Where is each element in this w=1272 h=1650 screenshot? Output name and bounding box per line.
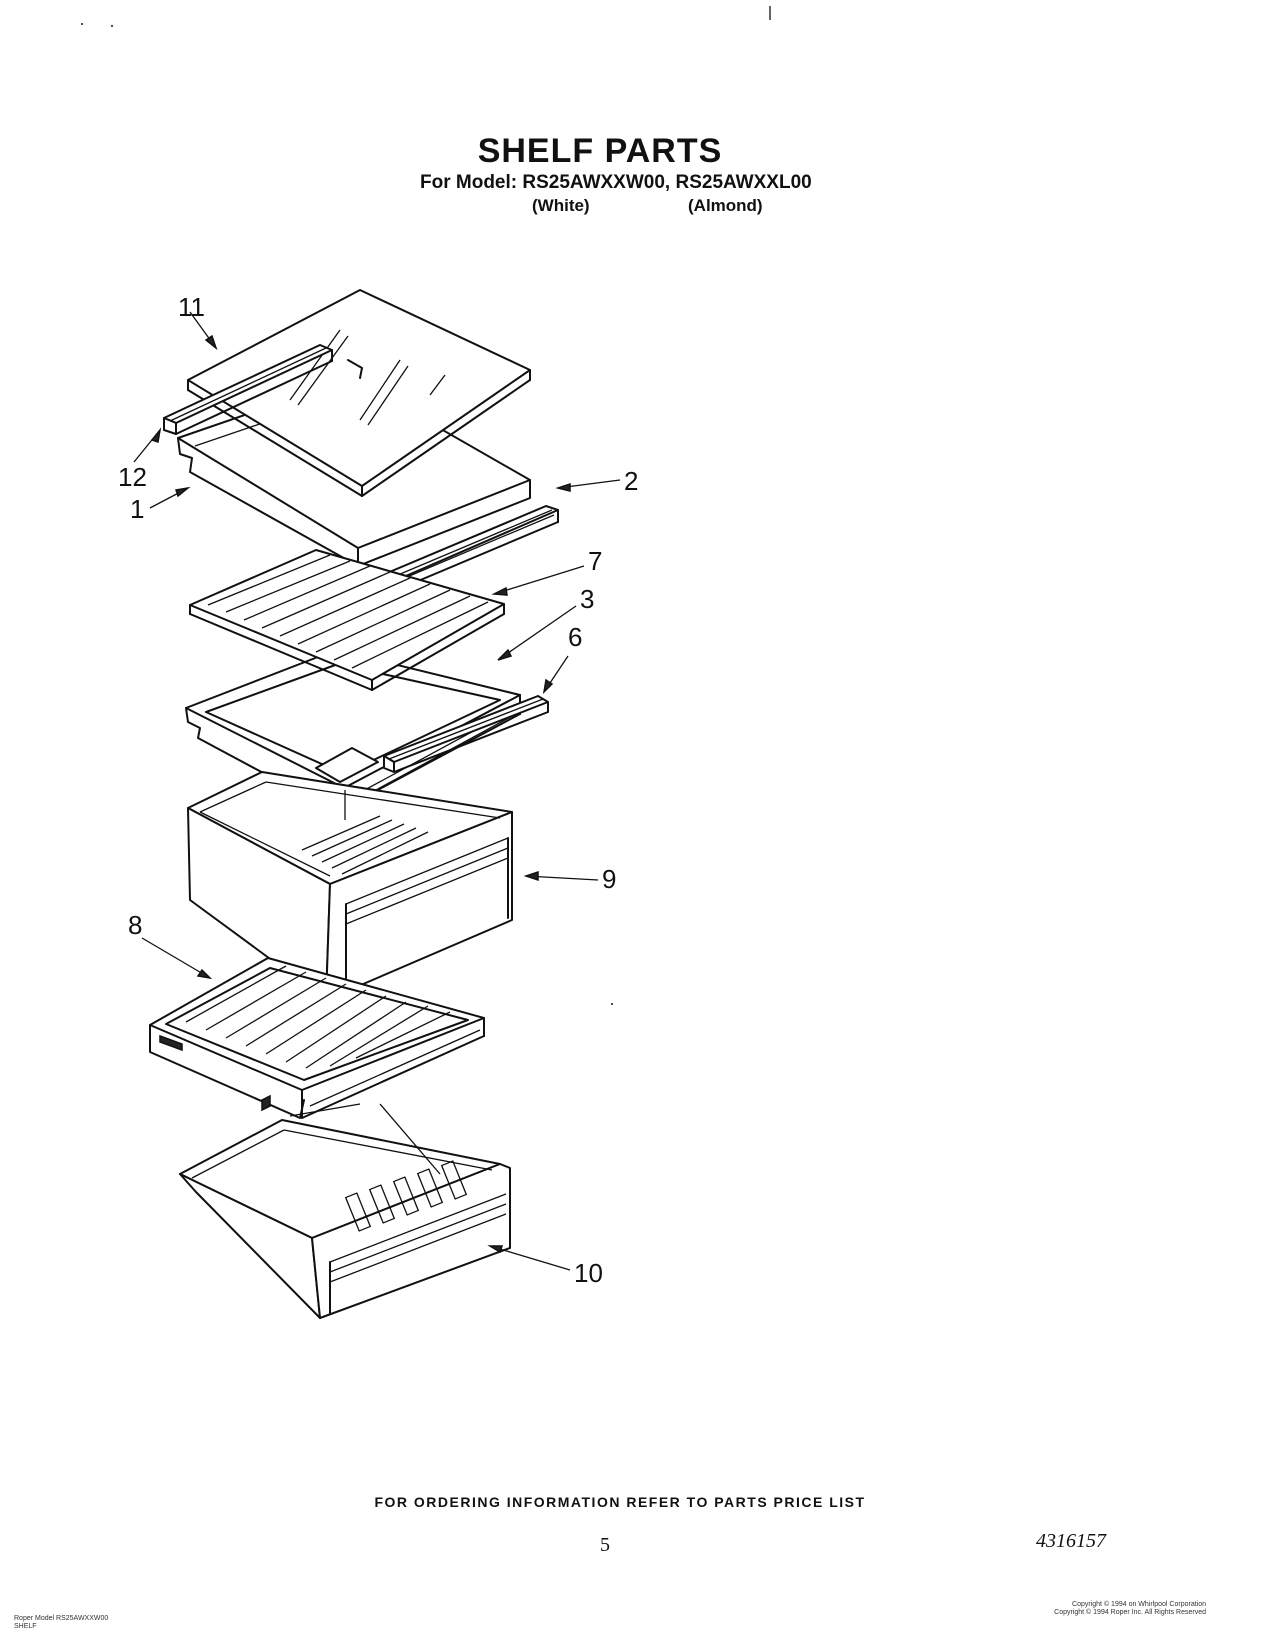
fine-print-left-line: Roper Model RS25AWXXW00 bbox=[14, 1615, 109, 1622]
callout-3: 3 bbox=[580, 584, 595, 614]
arrowhead-10 bbox=[487, 1245, 504, 1254]
part-8-drawer-cover bbox=[149, 957, 485, 1119]
variant-almond-label: (Almond) bbox=[688, 196, 763, 215]
arrowhead-8 bbox=[196, 968, 213, 980]
callout-9: 9 bbox=[602, 864, 617, 894]
arrowhead-9 bbox=[523, 870, 539, 882]
callout-10: 10 bbox=[574, 1258, 603, 1288]
arrowhead-6 bbox=[542, 678, 554, 695]
arrowhead-7 bbox=[491, 586, 508, 596]
arrowhead-12 bbox=[150, 427, 162, 443]
page-number: 5 bbox=[600, 1534, 610, 1556]
part-6-rear-trim bbox=[383, 695, 549, 773]
leader-3 bbox=[497, 605, 577, 661]
callout-6: 6 bbox=[568, 622, 583, 652]
copyright-line: Copyright © 1994 on Whirlpool Corporatio… bbox=[1072, 1601, 1206, 1608]
document-number: 4316157 bbox=[1036, 1530, 1106, 1552]
page-title: SHELF PARTS bbox=[477, 132, 723, 170]
fine-print-left: Roper Model RS25AWXXW00 SHELF bbox=[14, 1615, 108, 1631]
leader-8 bbox=[141, 937, 211, 979]
part-10-lower-drawer bbox=[179, 1103, 511, 1319]
callout-2: 2 bbox=[624, 466, 639, 496]
callout-12: 12 bbox=[118, 462, 147, 492]
arrowhead-1 bbox=[175, 486, 191, 498]
variant-white-label: (White) bbox=[532, 196, 590, 215]
arrowhead-3 bbox=[497, 648, 513, 661]
arrowhead-2 bbox=[555, 482, 571, 492]
part-12-glass-trim bbox=[163, 344, 333, 435]
callout-7: 7 bbox=[588, 546, 603, 576]
copyright-line: Copyright © 1994 Roper Inc. All Rights R… bbox=[1054, 1609, 1206, 1616]
part-9-crisper-drawer bbox=[187, 771, 513, 1001]
arrowhead-11 bbox=[204, 334, 218, 351]
fine-print-left-line: SHELF bbox=[14, 1623, 37, 1630]
part-11-glass-shelf bbox=[187, 289, 531, 497]
leader-7 bbox=[493, 565, 585, 595]
callout-11: 11 bbox=[178, 292, 205, 322]
leader-arrowheads bbox=[150, 334, 571, 1254]
ordering-info-note: FOR ORDERING INFORMATION REFER TO PARTS … bbox=[374, 1494, 866, 1510]
part-7-crisper-cover-insert bbox=[189, 549, 505, 691]
callout-1: 1 bbox=[130, 494, 145, 524]
model-numbers: For Model: RS25AWXXW00, RS25AWXXL00 bbox=[420, 172, 812, 193]
leader-10 bbox=[489, 1245, 571, 1271]
fine-print-right: Copyright © 1994 on Whirlpool Corporatio… bbox=[996, 1601, 1206, 1617]
scan-marks bbox=[81, 6, 771, 1005]
callout-8: 8 bbox=[128, 910, 143, 940]
